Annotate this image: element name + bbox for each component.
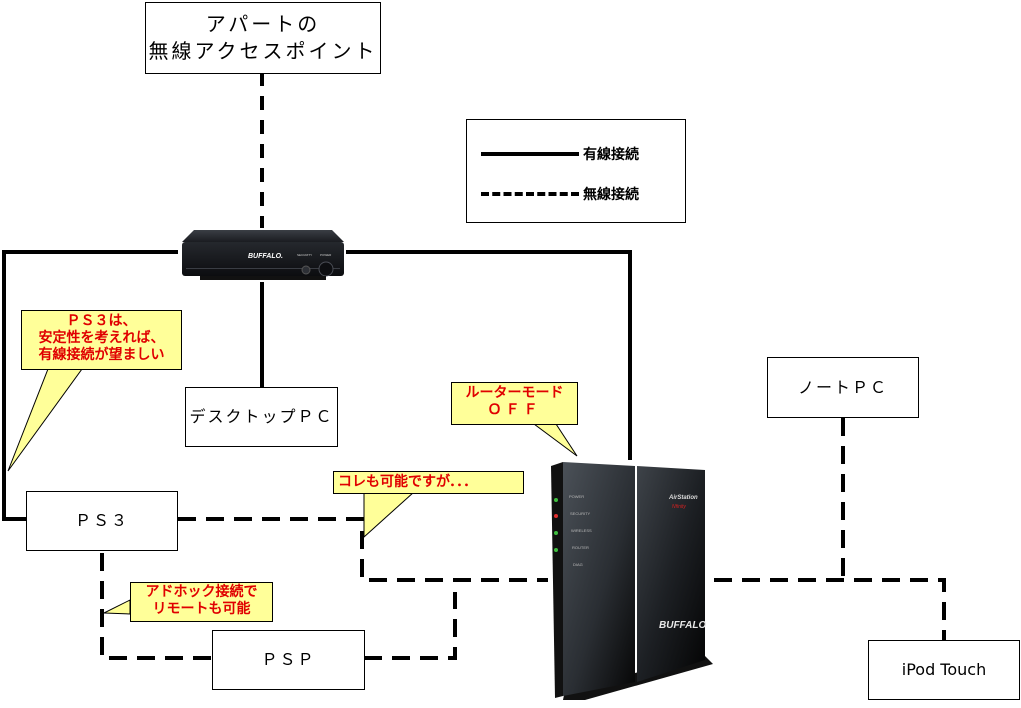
ipod-touch-label: iPod Touch bbox=[901, 660, 987, 680]
ps3-label: ＰＳ３ bbox=[74, 511, 129, 531]
access-point-line1: アパートの bbox=[205, 12, 321, 36]
ps3-note-line3: 有線接続が望ましい bbox=[38, 346, 165, 363]
also-possible-tail bbox=[363, 491, 416, 539]
adapter-security-label: SECURITY bbox=[297, 253, 313, 257]
legend-wired: 有線接続 bbox=[481, 144, 639, 164]
desktop-pc-label: デスクトップＰＣ bbox=[189, 407, 334, 427]
ps3-note-tail bbox=[7, 368, 83, 472]
adhoc-line2: リモートも可能 bbox=[152, 600, 251, 617]
lan-adapter-icon bbox=[182, 230, 344, 280]
node-desktop-pc: デスクトップＰＣ bbox=[185, 387, 338, 447]
note-pc-label: ノートＰＣ bbox=[797, 377, 888, 397]
legend: 有線接続 無線接続 bbox=[466, 119, 686, 223]
airstation-router-device: POWER SECURITY WIRELESS ROUTER DIAG AirS… bbox=[545, 460, 715, 704]
node-ps3: ＰＳ３ bbox=[26, 491, 178, 551]
psp-label: ＰＳＰ bbox=[261, 650, 316, 670]
ps3-note-line2: 安定性を考えれば、 bbox=[38, 329, 165, 346]
callout-ps3-note: ＰＳ３は、 安定性を考えれば、 有線接続が望ましい bbox=[21, 310, 182, 370]
router-mode-line2: ＯＦＦ bbox=[487, 401, 542, 418]
adapter-brand-label: BUFFALO. bbox=[248, 253, 283, 260]
wireless-link-ps3-psp bbox=[100, 553, 214, 660]
callout-router-mode: ルーターモード ＯＦＦ bbox=[451, 382, 578, 425]
router-mode-tail bbox=[532, 423, 578, 457]
router-model-label: AirStation bbox=[669, 495, 698, 501]
router-led-diag: DIAG bbox=[573, 562, 583, 567]
router-led-router: ROUTER bbox=[572, 545, 589, 550]
wireless-link-psp-router bbox=[364, 592, 457, 660]
router-brand-label: BUFFALO bbox=[659, 620, 707, 631]
adhoc-line1: アドホック接続で bbox=[145, 584, 258, 600]
router-sub-label: Nfinity bbox=[672, 504, 686, 510]
router-led-power: POWER bbox=[569, 494, 585, 499]
wireless-lan-adapter-device: BUFFALO. SECURITY POWER bbox=[180, 226, 346, 282]
router-mode-line1: ルーターモード bbox=[465, 385, 564, 401]
wired-link-adapter-router bbox=[346, 250, 632, 460]
adapter-power-label: POWER bbox=[320, 253, 332, 257]
node-note-pc: ノートＰＣ bbox=[767, 357, 919, 418]
access-point-line2: 無線アクセスポイント bbox=[148, 39, 378, 63]
apartment-access-point-box: アパートの 無線アクセスポイント bbox=[145, 2, 381, 74]
router-led-security: SECURITY bbox=[570, 511, 591, 516]
router-led-wireless: WIRELESS bbox=[571, 528, 592, 533]
node-ipod-touch: iPod Touch bbox=[868, 640, 1020, 700]
callout-also-possible: コレも可能ですが．．． bbox=[333, 471, 524, 494]
ps3-note-line1: ＰＳ３は、 bbox=[66, 313, 137, 329]
router-icon bbox=[551, 462, 713, 700]
legend-wired-label: 有線接続 bbox=[583, 147, 639, 163]
node-psp: ＰＳＰ bbox=[212, 630, 365, 690]
also-possible-text: コレも可能ですが．．． bbox=[338, 474, 478, 490]
solid-line-swatch bbox=[481, 152, 579, 156]
wireless-link-router-ipod bbox=[714, 578, 946, 640]
dashed-line-swatch bbox=[481, 192, 579, 196]
wireless-link-ps3-router bbox=[178, 517, 548, 582]
adhoc-tail bbox=[103, 599, 131, 615]
legend-wireless-label: 無線接続 bbox=[583, 187, 639, 203]
legend-wireless: 無線接続 bbox=[481, 184, 639, 204]
callout-adhoc: アドホック接続で リモートも可能 bbox=[130, 582, 273, 622]
wired-link-adapter-ps3 bbox=[2, 250, 178, 521]
